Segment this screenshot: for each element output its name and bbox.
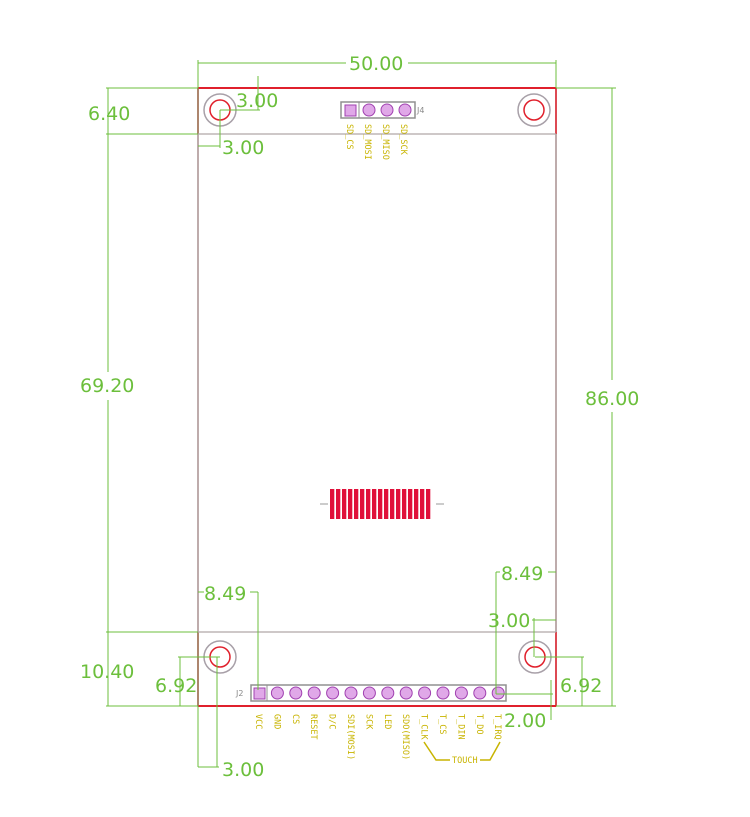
fpc-bar [414, 489, 419, 519]
j4-pin-sd-miso: SD_MISO [380, 124, 390, 160]
fpc-bar [390, 489, 395, 519]
j4-pin-labels: SD_CS SD_MOSI SD_MISO SD_SCK [344, 124, 408, 160]
j2-pin-label: T_CS [437, 714, 447, 734]
fpc-bar [360, 489, 365, 519]
touch-label: TOUCH [452, 756, 478, 766]
fpc-connector [320, 489, 444, 519]
fpc-bar [348, 489, 353, 519]
j2-pad [289, 686, 303, 700]
j2-pad [473, 686, 487, 700]
j2-pin-label: SCK [363, 714, 373, 730]
dim-hole-top-x: 3.00 [222, 137, 264, 159]
fpc-bar [426, 489, 431, 519]
fpc-bar [372, 489, 377, 519]
fpc-bar [402, 489, 407, 519]
j2-pad [418, 686, 432, 700]
fpc-bar [408, 489, 413, 519]
fpc-bar [378, 489, 383, 519]
j2-pin-label: T_IRQ [492, 714, 502, 740]
j2-pad [491, 686, 505, 700]
j2-pad [381, 686, 395, 700]
j2-pin-label: GND [271, 714, 281, 729]
j2-label: J2 [235, 689, 243, 698]
dim-hole-top-y: 3.00 [236, 90, 278, 112]
j2-pad [454, 686, 468, 700]
fpc-bar [330, 489, 335, 519]
j2-pad [436, 686, 450, 700]
fpc-bar [396, 489, 401, 519]
dim-active-area: 69.20 [80, 375, 134, 397]
fpc-bar [384, 489, 389, 519]
fpc-bar [366, 489, 371, 519]
j2-pin-label: RESET [308, 714, 318, 740]
dim-hole-bl-y: 6.92 [155, 675, 197, 697]
j2-pin-label: VCC [253, 714, 263, 729]
dim-j2-left: 8.49 [204, 583, 246, 605]
dimension-lines [106, 60, 616, 768]
j2-pin-labels: VCC GND CS RESET D/C SDI(MOSI) SCK LED SDO(MISO)… [253, 714, 502, 760]
touch-group: TOUCH [423, 741, 501, 766]
fpc-bar [354, 489, 359, 519]
j4-pin-sd-sck: SD_SCK [398, 124, 408, 156]
j4-label: J4 [416, 106, 424, 115]
dim-j2-right: 8.49 [501, 563, 543, 585]
j2-pad [307, 686, 321, 700]
j2-pin-label: T_DIN [455, 714, 465, 740]
j4-pin-sd-mosi: SD_MOSI [362, 124, 372, 160]
j2-header: J2 [235, 684, 507, 702]
dim-top-margin: 6.40 [88, 103, 130, 125]
j4-pin-sd-cs: SD_CS [344, 124, 354, 150]
j2-pin-label: T_CLK [419, 714, 429, 740]
j2-pin-label: CS [290, 714, 300, 724]
j4-header: J4 [340, 101, 424, 119]
j2-pin-label: T_DO [474, 714, 484, 734]
j2-pad [362, 686, 376, 700]
j2-pin-label: SDO(MISO) [400, 714, 410, 760]
fpc-bar [336, 489, 341, 519]
j2-pin-label: LED [382, 714, 392, 729]
j2-pad [270, 686, 284, 700]
dim-hole-br-x: 3.00 [488, 610, 530, 632]
j2-pin-label: SDI(MOSI) [345, 714, 355, 760]
dim-height: 86.00 [585, 388, 639, 410]
fpc-bar [420, 489, 425, 519]
j2-pin-label: D/C [327, 714, 337, 729]
mount-hole-top-right [517, 93, 551, 127]
j2-pad [344, 686, 358, 700]
j2-pad [326, 686, 340, 700]
dim-hole-bl-x: 3.00 [222, 759, 264, 781]
fpc-bar [342, 489, 347, 519]
dim-width: 50.00 [349, 53, 403, 75]
dim-bottom-margin: 10.40 [80, 661, 134, 683]
dim-hole-br-y: 6.92 [560, 675, 602, 697]
dim-j2-bottom: 2.00 [504, 710, 546, 732]
j2-pad [399, 686, 413, 700]
